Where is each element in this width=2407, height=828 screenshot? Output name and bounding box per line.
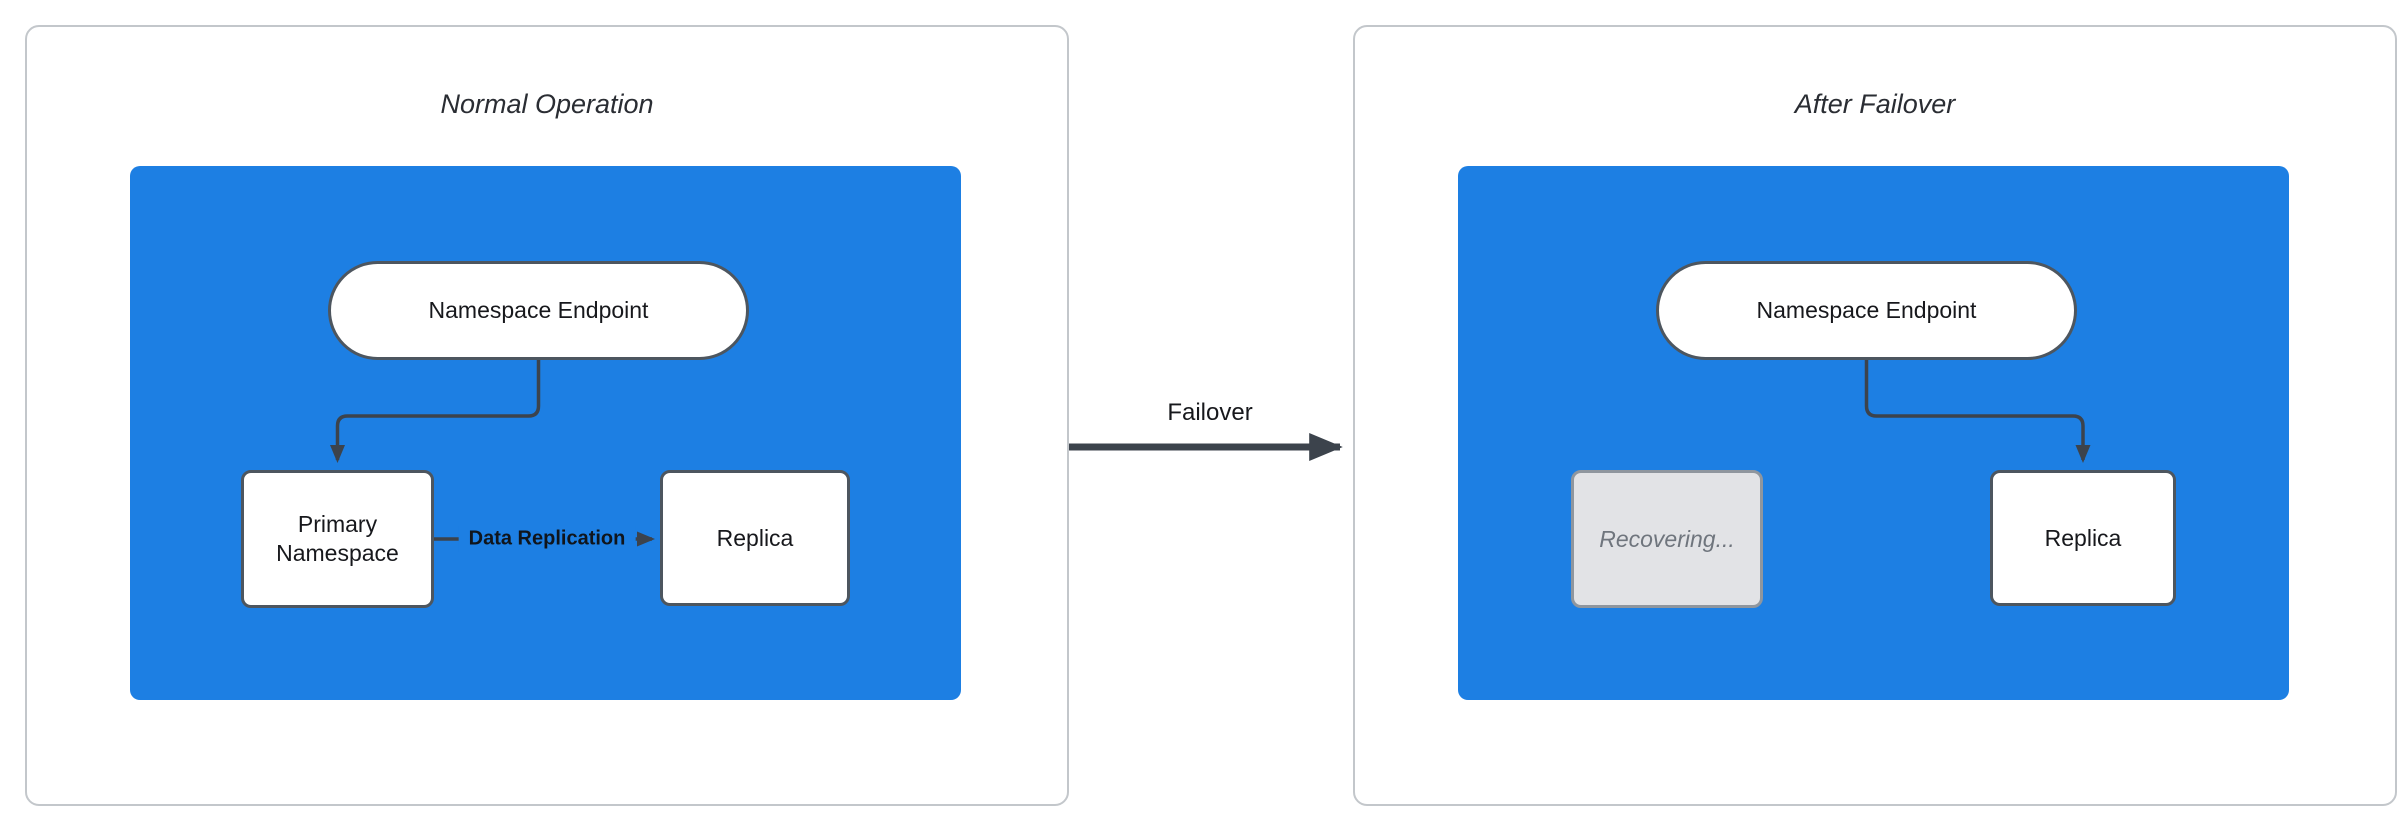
recovering-label: Recovering... [1599, 525, 1735, 552]
data-replication-edge-label: Data Replication [458, 525, 636, 553]
panel-failover-title: After Failover [1794, 89, 1956, 119]
recovering-node: Recovering... [1571, 470, 1763, 608]
failover-namespace-endpoint-label: Namespace Endpoint [1756, 297, 1977, 324]
failover-namespace-endpoint-node: Namespace Endpoint [1656, 261, 2077, 360]
normal-namespace-endpoint-label: Namespace Endpoint [428, 297, 649, 324]
failover-transition-label: Failover [1167, 399, 1253, 426]
normal-namespace-endpoint-node: Namespace Endpoint [328, 261, 749, 360]
normal-namespace-container [130, 166, 961, 700]
panel-normal-title: Normal Operation [440, 89, 654, 119]
normal-replica-label: Replica [716, 524, 794, 551]
primary-namespace-label: Primary Namespace [276, 511, 399, 566]
failover-replica-node: Replica [1990, 470, 2176, 606]
failover-namespace-container [1458, 166, 2289, 700]
failover-replica-label: Replica [2044, 524, 2122, 551]
primary-namespace-node: Primary Namespace [241, 470, 434, 608]
normal-replica-node: Replica [660, 470, 850, 606]
